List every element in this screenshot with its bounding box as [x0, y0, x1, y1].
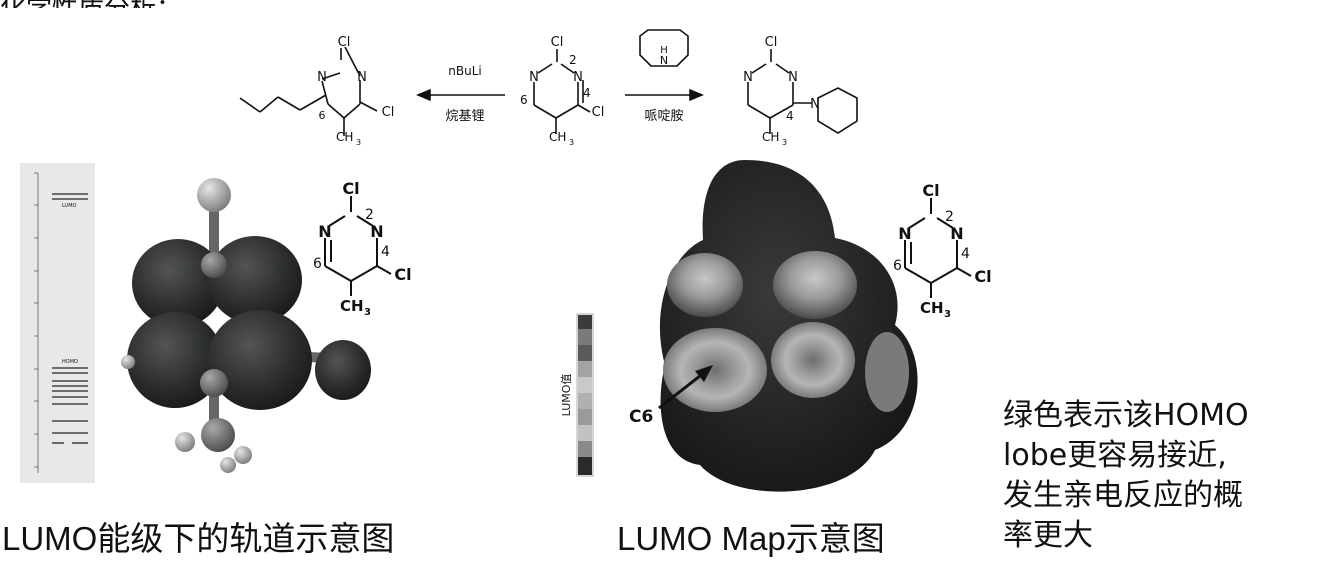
reactant-ch: CH	[549, 130, 566, 144]
energy-lumo-label: LUMO	[62, 203, 77, 209]
lumo-scale-bar: LUMO值	[560, 313, 594, 477]
molecule-panel-left: Cl N N 2 4 6 Cl CH 3	[313, 179, 412, 318]
caption-lumo-map: LUMO Map示意图	[617, 520, 885, 557]
reaction-scheme: Cl N N Cl 6 CH 3 nBuLi 烷基锂 Cl N N 2 4 6 …	[239, 29, 858, 147]
right-product-cl-top: Cl	[765, 35, 778, 50]
panel-left-n-left: N	[318, 222, 331, 241]
left-product-cl-top: Cl	[338, 35, 351, 50]
panel-left-cl-right: Cl	[394, 265, 411, 284]
panel-right-cl-top: Cl	[922, 181, 939, 200]
cropped-top-text: 化学性质分析：	[0, 0, 330, 8]
reagent-piperidine: 哌啶胺	[644, 108, 683, 124]
reactant-n-right: N	[573, 70, 583, 85]
panel-right-n-right: N	[950, 224, 963, 243]
right-product-sub3: 3	[782, 138, 787, 147]
left-product-ch: CH	[336, 130, 353, 144]
right-product-n-piperidinyl: N	[810, 97, 820, 112]
c6-pointer-label: C6	[629, 407, 653, 427]
molecule-panel-right: Cl N N 2 4 6 Cl CH 3	[893, 181, 992, 320]
reaction-arrows	[416, 88, 704, 102]
right-product-ch: CH	[762, 130, 779, 144]
reagent-alkyllithium: 烷基锂	[445, 109, 484, 124]
piperidine-n: N	[660, 54, 668, 67]
center-reactant-bonds	[533, 49, 591, 134]
panel-right-n-left: N	[898, 224, 911, 243]
right-product-n-left: N	[743, 70, 753, 85]
piperidine-reagent-bonds	[639, 29, 689, 67]
panel-right-cl-right: Cl	[974, 267, 991, 286]
energy-level-diagram: LUMO HOMO	[20, 163, 95, 483]
left-product-sub3: 3	[356, 138, 361, 147]
side-note-line-2: lobe更容易接近,	[1003, 438, 1227, 473]
panel-right-pos-2: 2	[945, 209, 954, 225]
panel-left-sub3: 3	[364, 307, 371, 318]
reactant-pos-4: 4	[583, 86, 591, 100]
reactant-pos-2: 2	[569, 53, 577, 67]
lumo-scale-label: LUMO值	[560, 374, 573, 417]
left-product-n-left: N	[317, 70, 327, 85]
left-product-cl-right: Cl	[382, 105, 395, 120]
left-product-n-right: N	[357, 70, 367, 85]
panel-left-pos-6: 6	[313, 256, 322, 272]
panel-left-pos-4: 4	[381, 244, 390, 260]
panel-right-pos-6: 6	[893, 258, 902, 274]
panel-right-ch: CH	[920, 299, 944, 317]
energy-homo-label: HOMO	[62, 359, 78, 365]
reactant-cl-top: Cl	[551, 35, 564, 50]
reactant-n-left: N	[529, 70, 539, 85]
panel-left-ch: CH	[340, 297, 364, 315]
side-note: 绿色表示该HOMO lobe更容易接近, 发生亲电反应的概 率更大	[1003, 396, 1249, 556]
piperidine-h: H	[660, 45, 668, 56]
side-note-line-4: 率更大	[1003, 518, 1093, 553]
panel-right-sub3: 3	[944, 309, 951, 320]
panel-left-cl-top: Cl	[342, 179, 359, 198]
right-product-bonds	[747, 49, 858, 134]
right-product-pos-4: 4	[786, 109, 794, 123]
panel-left-pos-2: 2	[365, 207, 374, 223]
lumo-map-surface: C6	[629, 160, 918, 492]
panel-right-pos-4: 4	[961, 246, 970, 262]
reactant-pos-6: 6	[520, 93, 528, 107]
panel-left-n-right: N	[370, 222, 383, 241]
side-note-line-3: 发生亲电反应的概	[1003, 478, 1243, 513]
caption-orbital-diagram: LUMO能级下的轨道示意图	[2, 520, 395, 557]
side-note-line-1: 绿色表示该HOMO	[1003, 398, 1249, 433]
right-product-n-right: N	[788, 70, 798, 85]
left-product-bonds	[239, 46, 378, 136]
lumo-orbital-model	[121, 178, 371, 473]
reactant-cl-right: Cl	[592, 105, 605, 120]
left-product-pos-6: 6	[319, 109, 326, 122]
reagent-nbuli: nBuLi	[448, 64, 481, 78]
reactant-sub3: 3	[569, 138, 574, 147]
